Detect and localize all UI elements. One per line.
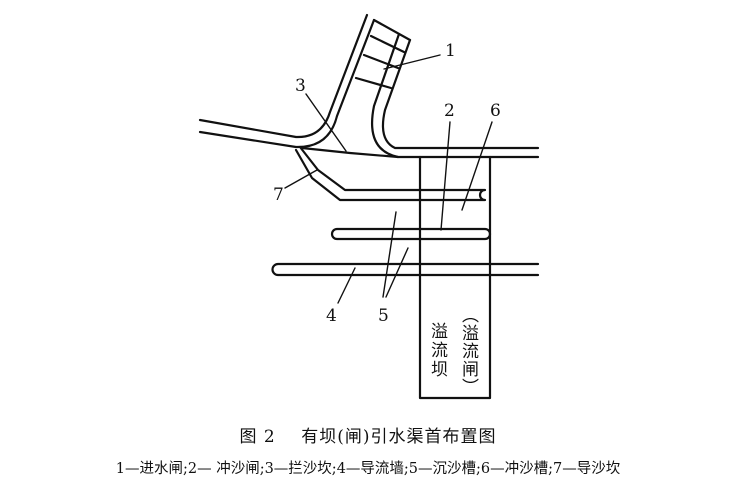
label-1: 1 — [445, 41, 456, 61]
sand-guiding-sill — [294, 145, 487, 202]
figure-legend: 1—进水闸;2— 冲沙闸;3—拦沙坎;4—导流墙;5—沉沙槽;6—冲沙槽;7—导… — [115, 461, 621, 477]
label-3: 3 — [295, 76, 306, 96]
intake-gate-section — [354, 18, 412, 90]
leader-7 — [284, 169, 318, 189]
dam-sublabel: （溢流闸） — [458, 306, 479, 396]
label-6: 6 — [490, 101, 501, 121]
inlet-canal-inner-right-wall — [381, 38, 540, 150]
leader-3 — [305, 93, 347, 152]
leader-6 — [461, 121, 493, 211]
figure-caption: 图 2 有坝(闸)引水渠首布置图 — [0, 422, 736, 447]
figure-title: 有坝(闸)引水渠首布置图 — [301, 427, 497, 447]
label-7: 7 — [273, 185, 284, 205]
leader-5b — [385, 247, 409, 298]
leader-5a — [382, 211, 397, 298]
leader-1 — [383, 54, 441, 70]
figure-number: 图 2 — [239, 427, 276, 447]
guide-wall-middle — [330, 227, 492, 241]
guide-wall-lower — [271, 262, 540, 277]
inlet-canal-inner-left-wall — [198, 18, 376, 149]
label-4: 4 — [326, 306, 337, 326]
label-2: 2 — [444, 101, 455, 121]
dam-label: 溢流坝 — [427, 322, 448, 379]
label-5: 5 — [378, 306, 389, 326]
spillway-dam — [418, 155, 492, 400]
inlet-canal-left-wall — [198, 13, 369, 139]
sand-intercepting-sill — [300, 146, 400, 159]
leader-2 — [440, 121, 451, 231]
leader-4 — [337, 267, 356, 304]
